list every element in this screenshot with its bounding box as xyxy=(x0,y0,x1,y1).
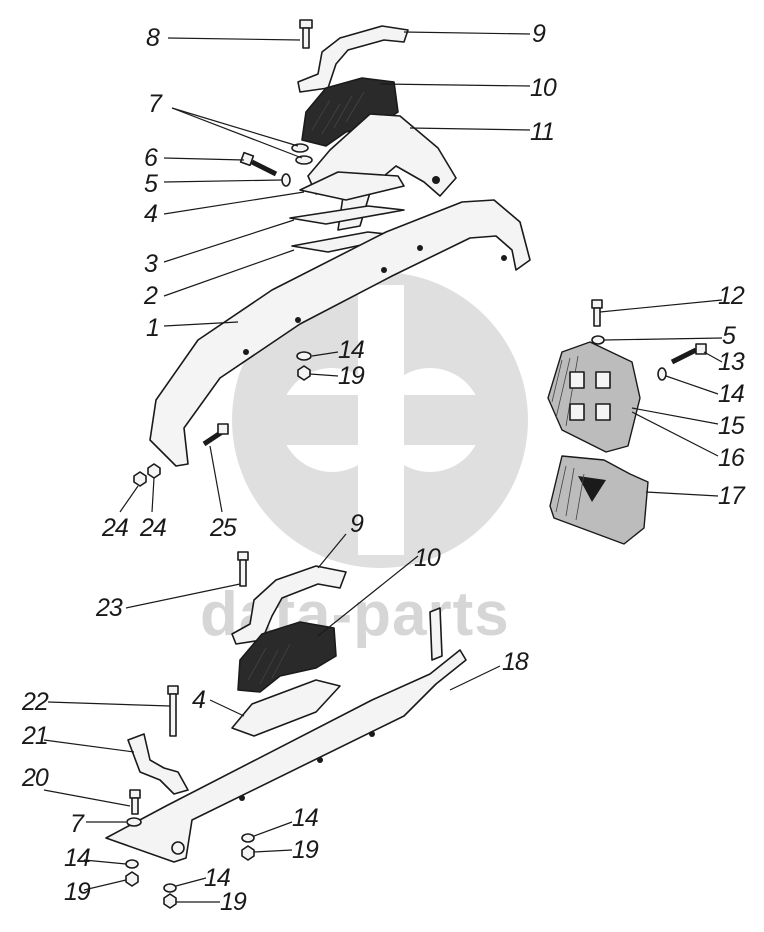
callout-25: 25 xyxy=(209,514,237,542)
pad-4-upper xyxy=(299,171,405,201)
callout-13: 13 xyxy=(718,348,745,376)
bolt-23 xyxy=(237,551,249,587)
callout-9: 9 xyxy=(532,20,546,48)
callout-10: 10 xyxy=(414,544,441,572)
bolt-25 xyxy=(202,423,229,447)
bolt-22 xyxy=(167,685,179,737)
callout-24: 24 xyxy=(139,514,166,542)
callout-4: 4 xyxy=(144,200,157,228)
block-17 xyxy=(549,455,649,545)
rail-18 xyxy=(105,649,467,863)
washer-7-lower xyxy=(126,817,142,827)
washer-5a xyxy=(281,173,291,187)
callout-14: 14 xyxy=(204,864,230,892)
callout-19: 19 xyxy=(220,888,247,916)
callout-16: 16 xyxy=(718,444,745,472)
callout-6: 6 xyxy=(144,144,158,172)
callout-2: 2 xyxy=(143,282,158,310)
washer-14-l3 xyxy=(163,883,177,893)
washer-14-mid xyxy=(296,351,312,361)
callout-17: 17 xyxy=(718,482,746,510)
pad-4-lower xyxy=(231,679,341,737)
bolt-8 xyxy=(299,19,313,49)
washer-14-right xyxy=(657,367,667,381)
callout-5: 5 xyxy=(722,322,736,350)
bolt-20 xyxy=(129,789,141,815)
bolt-6 xyxy=(239,151,278,177)
cushion-10-lower xyxy=(237,621,337,693)
fender-1 xyxy=(149,199,531,467)
callout-7: 7 xyxy=(148,90,163,118)
callout-14: 14 xyxy=(292,804,318,832)
washer-14-l1 xyxy=(241,833,255,843)
callout-15: 15 xyxy=(718,412,745,440)
block-15 xyxy=(547,341,641,453)
callout-18: 18 xyxy=(502,648,529,676)
callout-8: 8 xyxy=(146,24,160,52)
callout-24: 24 xyxy=(101,514,128,542)
washer-5b xyxy=(591,335,605,345)
watermark-logo xyxy=(232,272,528,568)
nut-24a xyxy=(133,471,147,487)
rail-18-upright xyxy=(429,607,443,661)
nut-24b xyxy=(147,463,161,479)
callout-9: 9 xyxy=(350,510,364,538)
callout-10: 10 xyxy=(530,74,557,102)
callout-14: 14 xyxy=(718,380,744,408)
nut-19-l2 xyxy=(125,871,139,887)
bolt-13 xyxy=(670,343,707,365)
callout-5: 5 xyxy=(144,170,158,198)
callout-4: 4 xyxy=(192,686,205,714)
washer-7b xyxy=(295,155,313,165)
callout-labels: 8 9 10 7 11 6 5 4 3 2 1 14 19 12 5 13 14… xyxy=(21,20,747,916)
callout-3: 3 xyxy=(144,250,158,278)
cushion-10-upper xyxy=(301,77,399,147)
washer-14-l2 xyxy=(125,859,139,869)
callout-14: 14 xyxy=(64,844,90,872)
callout-14: 14 xyxy=(338,336,364,364)
leader-lines xyxy=(43,31,723,903)
callout-21: 21 xyxy=(21,722,48,750)
plate-3 xyxy=(289,205,405,225)
callout-22: 22 xyxy=(21,688,49,716)
callout-19: 19 xyxy=(292,836,319,864)
nut-19-l1 xyxy=(241,845,255,861)
bracket-21 xyxy=(127,733,189,795)
callout-7: 7 xyxy=(70,810,85,838)
callout-23: 23 xyxy=(95,594,123,622)
nut-19-mid xyxy=(297,365,311,381)
callout-1: 1 xyxy=(146,314,159,342)
callout-11: 11 xyxy=(530,118,554,146)
callout-12: 12 xyxy=(718,282,745,310)
callout-19: 19 xyxy=(64,878,91,906)
bolt-12 xyxy=(591,299,603,327)
nut-19-l3 xyxy=(163,893,177,909)
callout-20: 20 xyxy=(21,764,49,792)
callout-19: 19 xyxy=(338,362,365,390)
